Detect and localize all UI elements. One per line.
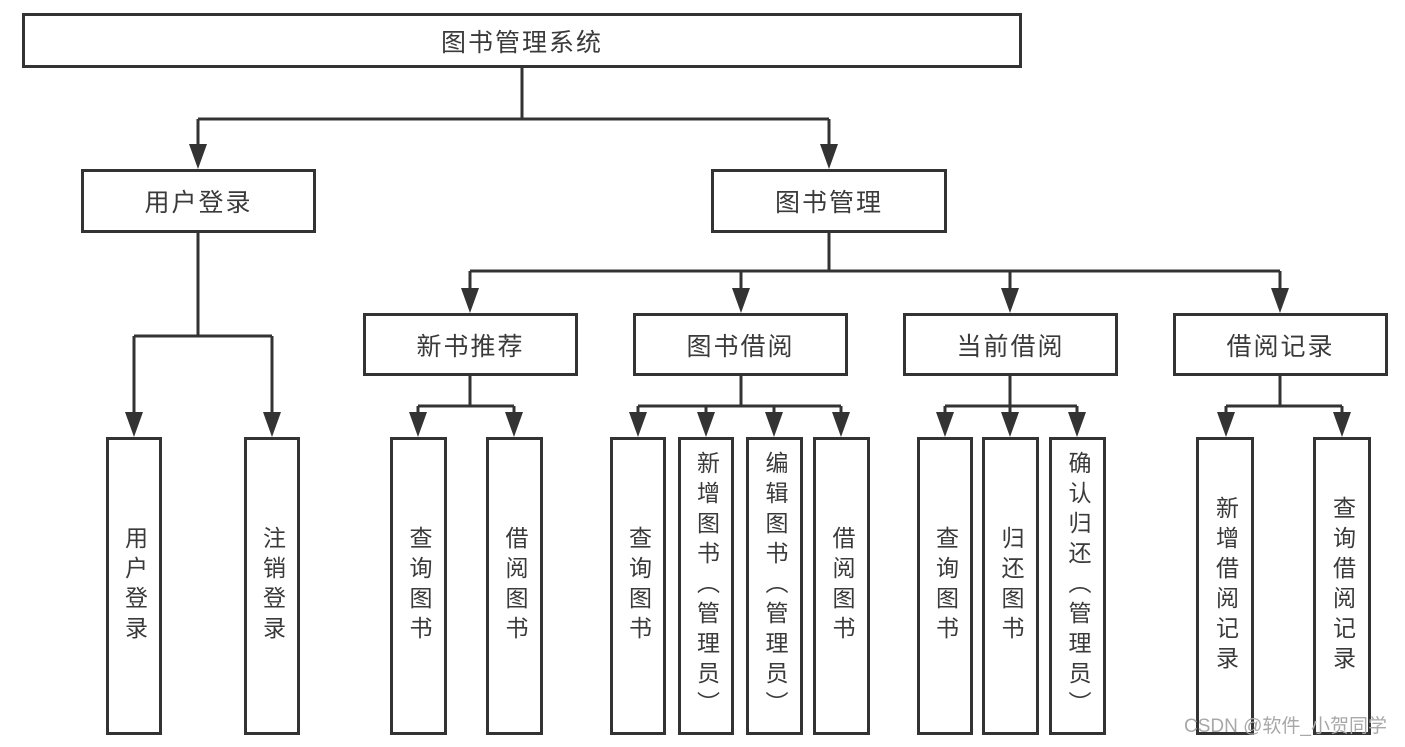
arrowhead	[189, 144, 207, 169]
arrowhead	[629, 412, 647, 437]
node-user-login: 用户登录	[81, 169, 316, 233]
node-user-login-label: 用户登录	[144, 189, 253, 217]
arrowhead	[1217, 412, 1235, 437]
arrowhead	[409, 412, 427, 437]
node-new-book-recommend-label: 新书推荐	[416, 332, 525, 361]
arrowhead	[1068, 412, 1086, 437]
node-leaf-logout: 注销登录	[244, 437, 300, 735]
arrowheads	[125, 144, 1351, 437]
arrowhead	[263, 412, 281, 437]
arrowhead	[732, 288, 750, 313]
node-leaf-borrow-query: 查询图书	[610, 437, 666, 735]
csdn-watermark: CSDN @软件_小贺同学	[1184, 716, 1387, 737]
node-leaf-current-query: 查询图书	[917, 437, 973, 735]
node-leaf-current-return: 归还图书	[982, 437, 1039, 735]
node-new-book-recommend: 新书推荐	[363, 313, 578, 376]
node-book-management-label: 图书管理	[774, 189, 883, 217]
node-borrow-records-label: 借阅记录	[1226, 332, 1335, 361]
arrowhead	[505, 412, 523, 437]
node-book-borrow-label: 图书借阅	[686, 332, 795, 361]
node-current-borrow-label: 当前借阅	[956, 332, 1065, 361]
arrowhead	[125, 412, 143, 437]
arrowhead	[1271, 288, 1289, 313]
arrowhead	[936, 412, 954, 437]
connector-current-to-leaves	[943, 376, 1079, 414]
arrowhead	[461, 288, 479, 313]
node-leaf-records-query: 查询借阅记录	[1313, 437, 1371, 735]
arrowhead	[1001, 412, 1019, 437]
arrowhead	[697, 412, 715, 437]
node-book-management: 图书管理	[711, 169, 947, 233]
node-leaf-borrow-borrow: 借阅图书	[813, 437, 870, 735]
node-root-label: 图书管理系统	[440, 28, 603, 57]
node-leaf-newbook-borrow: 借阅图书	[486, 437, 543, 735]
node-leaf-newbook-query: 查询图书	[390, 437, 447, 735]
arrowhead	[1333, 412, 1351, 437]
arrowhead	[820, 144, 838, 169]
connector-records-to-leaves	[1224, 376, 1344, 414]
node-book-borrow: 图书借阅	[633, 313, 848, 376]
connector-root-to-level2	[196, 68, 831, 146]
arrowhead	[1001, 288, 1019, 313]
connector-bookmgmt-to-level3	[468, 233, 1282, 290]
node-leaf-borrow-add: 新增图书（管理员）	[678, 437, 734, 735]
node-leaf-current-confirm: 确认归还（管理员）	[1049, 437, 1106, 735]
node-leaf-records-add: 新增借阅记录	[1196, 437, 1254, 735]
node-root: 图书管理系统	[22, 13, 1022, 68]
node-leaf-user-login: 用户登录	[106, 437, 162, 735]
arrowhead	[765, 412, 783, 437]
connector-borrow-to-leaves	[636, 376, 843, 414]
node-leaf-borrow-edit: 编辑图书（管理员）	[746, 437, 803, 735]
arrowhead	[832, 412, 850, 437]
node-current-borrow: 当前借阅	[903, 313, 1118, 376]
node-borrow-records: 借阅记录	[1173, 313, 1388, 376]
connector-newbook-to-leaves	[416, 376, 516, 414]
connector-userlogin-to-leaves	[132, 233, 274, 414]
